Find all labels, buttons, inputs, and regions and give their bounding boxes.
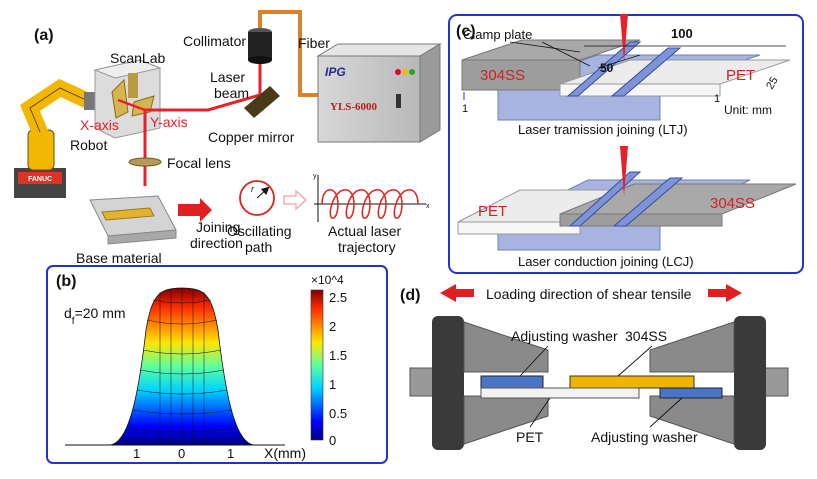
x-tick-left: 1 (133, 446, 140, 461)
intensity-surface (65, 287, 285, 446)
y-axis-label: Y-axis (150, 114, 188, 130)
focal-lens-label: Focal lens (167, 155, 231, 171)
actual-laser-label-1: Actual laser (328, 223, 401, 239)
panel-a: (a) FANUC ScanLab Collim (14, 10, 442, 266)
load-arrow-right (708, 284, 742, 302)
base-material (89, 195, 177, 245)
pet-label: PET (516, 429, 544, 445)
dim-1-right: 1 (714, 93, 720, 105)
x-axis-label: X-axis (80, 117, 119, 133)
base-material-label: Base material (76, 250, 162, 266)
panel-b: (b) df=20 mm 1 0 1 X(mm) (46, 265, 388, 464)
dim-25: 25 (764, 75, 781, 92)
washer-bottom-label: Adjusting washer (591, 429, 698, 445)
collimator-label: Collimator (183, 33, 246, 49)
yls-model: YLS-6000 (330, 101, 378, 113)
oscillating-path-label-2: path (245, 239, 272, 255)
joining-direction-label-1: Joining (196, 219, 240, 235)
ss-strip (569, 375, 695, 389)
panel-c-tag: (c) (456, 23, 476, 40)
oscillating-path-label-1: Oscillating (227, 223, 292, 239)
panel-d: (d) Loading direction of shear tensile A… (400, 284, 789, 450)
unit-label: Unit: mm (724, 103, 772, 117)
joining-direction-arrow (178, 198, 212, 222)
trajectory-axis-x: x (426, 203, 430, 210)
panel-b-tag: (b) (56, 273, 76, 290)
colorbar-tick: 2.5 (329, 290, 347, 305)
laser-beam-label-2: beam (214, 85, 249, 101)
ss-label: 304SS (625, 328, 667, 344)
df-label: df=20 mm (64, 305, 126, 327)
ss-top-label: 304SS (480, 67, 525, 84)
surface-mesh (127, 288, 237, 445)
dim-1-left: 1 (462, 103, 468, 115)
colorbar-tick: 0 (329, 433, 336, 448)
copper-mirror (244, 86, 280, 118)
panel-d-tag: (d) (400, 287, 420, 304)
colorbar (310, 289, 324, 441)
fiber-cable (258, 10, 340, 97)
ltj-label: Laser tramission joining (LTJ) (518, 122, 688, 137)
robot-illustration: FANUC (14, 78, 96, 198)
fanuc-logo: FANUC (28, 176, 52, 183)
dim-100: 100 (671, 26, 693, 41)
focal-lens (128, 157, 162, 167)
washer-bottom (659, 387, 723, 399)
panel-c: (c) Clamp plate 100 50 25 1 1 Unit: mm 3… (448, 14, 804, 274)
copper-mirror-label: Copper mirror (208, 129, 295, 145)
actual-laser-label-2: trajectory (338, 239, 396, 255)
fiber-label: Fiber (298, 35, 330, 51)
trajectory-axis-y: y (313, 173, 317, 180)
oscillating-path-circle (239, 180, 275, 216)
right-grip (649, 316, 789, 450)
panel-a-tag: (a) (34, 27, 54, 44)
x-axis-title: X(mm) (264, 445, 306, 461)
colorbar-tick: 1 (329, 377, 336, 392)
laser-source-box: IPG YLS-6000 (316, 43, 442, 143)
radius-symbol: r (251, 184, 255, 194)
clamp-plate-label: Clamp plate (463, 27, 532, 42)
colorbar-tick: 0.5 (329, 406, 347, 421)
colorbar-tick: 1.5 (329, 348, 347, 363)
left-grip (409, 316, 549, 450)
colorbar-ticks: 2.5 2 1.5 1 0.5 0 (329, 290, 347, 448)
colorbar-scale: ×10^4 (311, 273, 344, 287)
lcj-label: Laser conduction joining (LCJ) (518, 254, 694, 269)
lcj-assembly (457, 146, 797, 251)
robot-label: Robot (70, 137, 107, 153)
pet-top-label: PET (726, 67, 755, 84)
joining-direction-label-2: direction (190, 235, 243, 251)
collimator (248, 28, 272, 64)
pet-strip (480, 387, 640, 399)
x-tick-right: 1 (227, 446, 234, 461)
actual-laser-trajectory (321, 189, 419, 219)
x-tick-center: 0 (178, 446, 185, 461)
loading-direction-label: Loading direction of shear tensile (486, 286, 692, 302)
ss-bottom-label: 304SS (710, 195, 755, 212)
colorbar-tick: 2 (329, 319, 336, 334)
scanlab-label: ScanLab (110, 50, 165, 66)
dim-50: 50 (600, 61, 614, 75)
washer-top-label: Adjusting washer (511, 328, 618, 344)
laser-beam-label-1: Laser (210, 69, 245, 85)
ipg-logo: IPG (325, 65, 346, 79)
pet-bottom-label: PET (478, 203, 507, 220)
washer-top (480, 375, 544, 389)
ltj-assembly (461, 14, 791, 121)
transform-arrow (283, 189, 307, 211)
load-arrow-left (440, 284, 474, 302)
